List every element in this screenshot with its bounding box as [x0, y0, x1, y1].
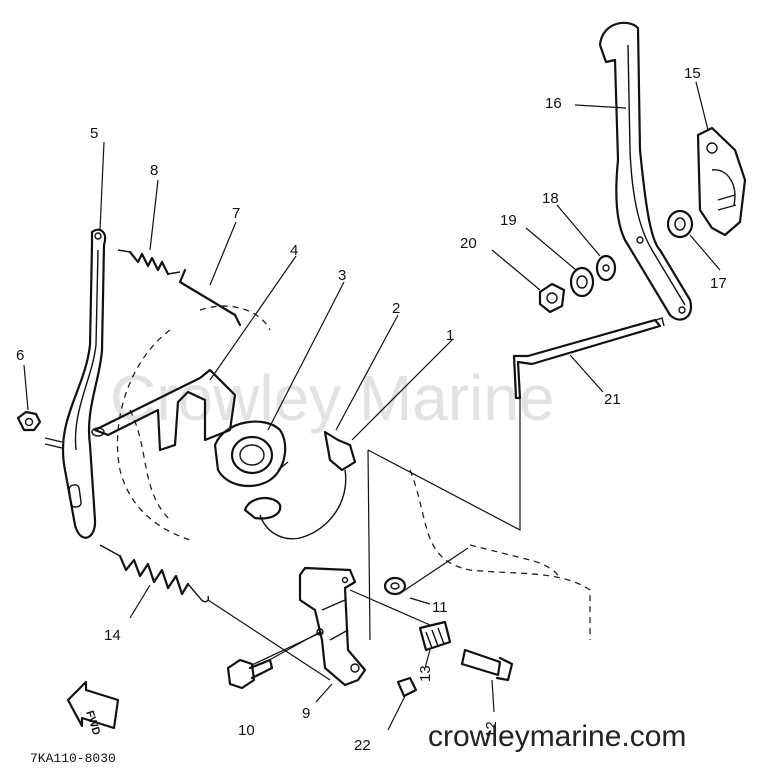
callout-2: 2 [392, 300, 400, 317]
leader-lines [23, 81, 721, 731]
part-9-bracket [298, 566, 367, 687]
engine-outline [116, 305, 591, 640]
watermark: Crowley Marine [110, 362, 555, 434]
callout-12: 12 [483, 721, 500, 738]
callout-11: 11 [432, 599, 448, 616]
part-13-bolt [418, 620, 452, 652]
part-14-spring [99, 544, 210, 603]
part-17-nut [666, 209, 694, 239]
part-21-rod [512, 317, 665, 400]
callout-18: 18 [542, 190, 559, 207]
callout-20: 20 [460, 235, 477, 252]
part-2-wire-clip [243, 430, 357, 540]
callout-3: 3 [338, 267, 346, 284]
callout-21: 21 [604, 391, 621, 408]
part-5-throttle-lever [61, 228, 107, 539]
part-16-lever [598, 21, 693, 321]
part-18-washer [595, 254, 617, 282]
part-15-bracket-plate [696, 126, 747, 237]
part-20-nut [538, 282, 566, 314]
callout-10: 10 [238, 722, 255, 739]
callout-19: 19 [500, 212, 517, 229]
callout-labels: 1 2 3 4 5 6 7 8 9 10 11 12 13 14 15 16 1… [16, 65, 727, 754]
callout-1: 1 [446, 327, 454, 344]
callout-6: 6 [16, 347, 24, 364]
callout-15: 15 [684, 65, 701, 82]
part-7-link-rod [178, 268, 242, 327]
fwd-arrow: FWD [66, 680, 120, 737]
callout-9: 9 [302, 705, 310, 722]
fwd-label: FWD [83, 709, 102, 737]
callout-4: 4 [290, 242, 298, 259]
callout-7: 7 [232, 205, 240, 222]
callout-22: 22 [354, 737, 371, 754]
part-6-nut [16, 410, 42, 432]
part-11-washer [383, 576, 407, 596]
callout-14: 14 [104, 627, 121, 644]
part-6-stud [44, 437, 63, 449]
callout-17: 17 [710, 275, 727, 292]
callout-16: 16 [545, 95, 562, 112]
part-22-screw [396, 676, 418, 698]
part-19-collar [569, 266, 595, 298]
callout-8: 8 [150, 162, 158, 179]
part-10-bolt [226, 658, 274, 690]
part-3-throttle-cam [213, 420, 289, 487]
website-label: crowleymarine.com [428, 720, 686, 753]
part-8-spring [117, 249, 181, 276]
part-12-bolt [460, 648, 514, 682]
callout-5: 5 [90, 125, 98, 142]
callout-13: 13 [417, 665, 434, 682]
drawing-code: 7KA110-8030 [30, 751, 116, 766]
